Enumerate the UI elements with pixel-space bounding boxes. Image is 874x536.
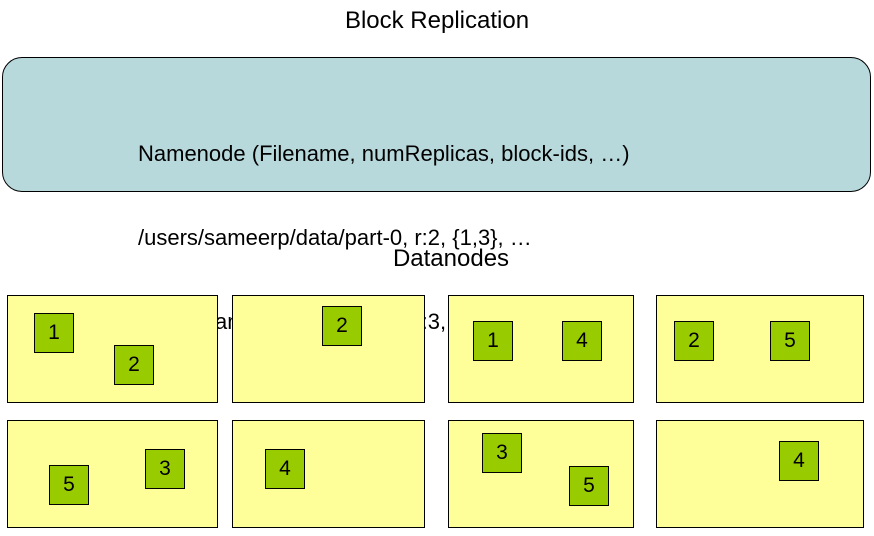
block-5: 5 <box>569 466 609 506</box>
block-1: 1 <box>473 321 513 361</box>
block-3: 3 <box>145 449 185 489</box>
page-title: Block Replication <box>344 7 530 34</box>
datanode-4: 2 5 <box>656 295 864 403</box>
datanode-2: 2 <box>232 295 425 403</box>
block-4: 4 <box>562 321 602 361</box>
block-3: 3 <box>482 433 522 473</box>
namenode-box: Namenode (Filename, numReplicas, block-i… <box>2 57 871 334</box>
block-2: 2 <box>114 345 154 385</box>
datanode-5: 5 3 <box>7 420 218 528</box>
namenode-line-2: /users/sameerp/data/part-0, r:2, {1,3}, … <box>138 225 532 250</box>
datanode-3: 1 4 <box>448 295 634 403</box>
namenode-line-1: Namenode (Filename, numReplicas, block-i… <box>138 141 630 166</box>
block-1: 1 <box>34 313 74 353</box>
block-5: 5 <box>770 321 810 361</box>
block-4: 4 <box>265 449 305 489</box>
datanode-1: 1 2 <box>7 295 218 403</box>
block-2: 2 <box>322 306 362 346</box>
block-2: 2 <box>674 321 714 361</box>
block-4: 4 <box>779 441 819 481</box>
datanode-7: 3 5 <box>448 420 634 528</box>
block-5: 5 <box>49 465 89 505</box>
datanode-8: 4 <box>656 420 864 528</box>
datanodes-label: Datanodes <box>392 245 510 272</box>
datanode-6: 4 <box>232 420 425 528</box>
